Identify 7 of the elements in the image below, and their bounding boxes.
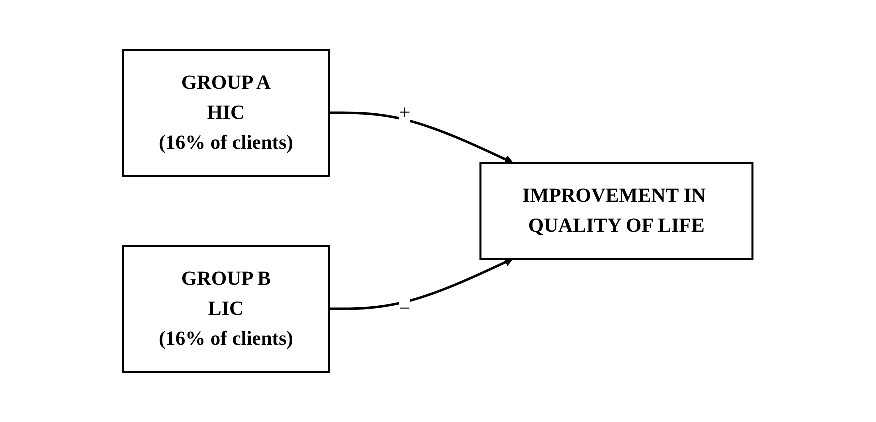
arrow (330, 112, 514, 164)
edge-label: − (400, 298, 411, 320)
node-box: GROUP A HIC (16% of clients) (122, 49, 331, 177)
edge-label: + (400, 102, 411, 124)
node-box: GROUP B LIC (16% of clients) (122, 245, 331, 373)
node-box: IMPROVEMENT IN QUALITY OF LIFE (480, 162, 754, 260)
arrow (330, 258, 514, 310)
